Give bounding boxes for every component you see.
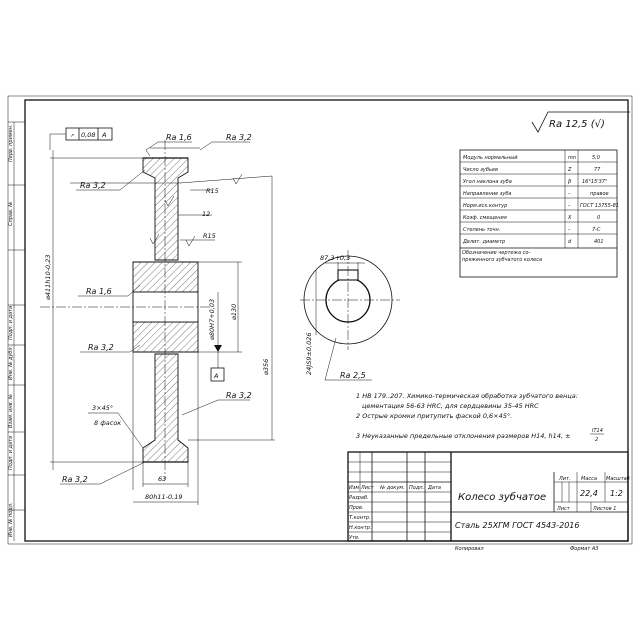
param-sym-3: β xyxy=(568,179,572,185)
param-sym-1: mn xyxy=(568,155,576,161)
general-roughness: Ra 12,5 (√) xyxy=(531,111,630,133)
tb-lit-label: Лит. xyxy=(558,476,571,482)
keyway-view: 87,3+0,3 24JS9±0,026 Ra 2,5 xyxy=(300,250,400,381)
roughness-5: Ra 3,2 xyxy=(88,343,114,352)
param-sym-2: Z xyxy=(567,167,572,173)
param-note: Обозначение чертежа со- пряженного зубча… xyxy=(462,250,543,263)
technical-notes: 1 НВ 179..207. Химико-термическая обрабо… xyxy=(356,392,604,443)
keyway-dim: 87,3+0,3 xyxy=(320,254,350,262)
tb-copied: Копировал xyxy=(455,546,484,552)
sidebar-label-5: Взам. инв. № xyxy=(8,394,14,428)
param-val-7: 7-С xyxy=(592,227,601,233)
web-dim: 12 xyxy=(202,210,210,218)
param-name-7: Степень точн. xyxy=(463,227,500,233)
part-material: Сталь 25ХГМ ГОСТ 4543-2016 xyxy=(455,521,579,530)
tolerance-datum: A xyxy=(101,131,106,139)
sheet-inner-frame xyxy=(24,99,629,542)
tolerance-value: 0,08 xyxy=(81,131,95,139)
tb-header-doc: № докум. xyxy=(379,485,405,491)
param-name-6: Коэф. смещения xyxy=(463,215,507,221)
it-denominator: 2 xyxy=(595,437,598,443)
roughness-4: Ra 1,6 xyxy=(86,287,112,296)
sidebar-label-4: Инв. № дубл. xyxy=(8,346,14,380)
roughness-1: Ra 1,6 xyxy=(166,133,192,142)
tb-role-ncontrol: Н.контр. xyxy=(349,525,371,531)
left-sidebar: Перв. примен. Справ. № Подп. и дата Инв.… xyxy=(8,121,25,541)
param-val-5: ГОСТ 13755-81 xyxy=(580,203,619,209)
param-sym-7: – xyxy=(568,227,571,233)
param-sym-8: d xyxy=(568,239,572,245)
title-block: Изм Лист № докум. Подп. Дата Разраб. Про… xyxy=(347,451,630,552)
note-2: 2 Острые кромки притупить фаской 0,6×45°… xyxy=(356,412,512,420)
param-sym-5: – xyxy=(568,203,571,209)
param-val-4: правое xyxy=(590,191,609,197)
radius-2-dim: R15 xyxy=(203,232,216,240)
chamfer-dim: 3×45° xyxy=(92,404,113,412)
param-val-6: 0 xyxy=(597,215,600,221)
param-name-5: Норм.исх.контур xyxy=(463,203,507,209)
sidebar-label-1: Перв. примен. xyxy=(8,124,14,162)
param-name-3: Угол наклона зуба xyxy=(463,179,512,185)
sidebar-label-7: Инв. № подл. xyxy=(8,503,14,538)
tb-sheet-label: Лист xyxy=(556,506,571,512)
param-val-2: 77 xyxy=(594,167,601,173)
outer-diameter-dim: ⌀411h10-0,23 xyxy=(44,254,52,300)
dimension-lines: ⌀411h10-0,23 ⌀356 R15 12 R15 ⌀130 ⌀80H7+… xyxy=(44,150,275,505)
param-val-1: 5,0 xyxy=(592,155,600,161)
diameter-356-dim: ⌀356 xyxy=(262,359,270,375)
gear-params-table: Модуль нормальный mn 5,0 Число зубьев Z … xyxy=(459,149,619,278)
sidebar-label-2: Справ. № xyxy=(8,202,14,226)
param-name-2: Число зубьев xyxy=(463,167,498,173)
tb-header-list: Лист xyxy=(360,485,375,491)
roughness-8: Ra 2,5 xyxy=(340,371,366,380)
tb-role-approved: Утв. xyxy=(349,535,360,541)
sidebar-label-3: Подп. и дата xyxy=(8,306,14,340)
param-val-3: 16°15'37" xyxy=(582,179,607,185)
svg-text:↗: ↗ xyxy=(70,133,74,139)
radius-1-dim: R15 xyxy=(206,187,219,195)
tb-scale-value: 1:2 xyxy=(610,489,623,498)
roughness-3: Ra 3,2 xyxy=(80,181,106,190)
tb-header-date: Дата xyxy=(427,485,441,491)
tb-mass-value: 22,4 xyxy=(580,489,598,498)
tolerance-frame: ↗ 0,08 A xyxy=(49,127,113,150)
tb-header-izm: Изм xyxy=(349,485,359,491)
tb-role-tcontrol: Т.контр. xyxy=(349,515,371,521)
tb-sheets-label: Листов 1 xyxy=(592,506,616,512)
note-1a: 1 НВ 179..207. Химико-термическая обрабо… xyxy=(356,392,578,400)
width-63-dim: 63 xyxy=(158,475,166,483)
param-sym-6: X xyxy=(567,215,572,221)
param-name-4: Направление зуба xyxy=(463,191,512,197)
tb-mass-label: Масса xyxy=(581,476,597,482)
key-width-dim: 24JS9±0,026 xyxy=(305,332,313,375)
tb-header-sign: Подп. xyxy=(409,485,424,491)
tb-role-developer: Разраб. xyxy=(349,495,369,501)
param-sym-4: – xyxy=(568,191,571,197)
bore-diameter-dim: ⌀80H7+0,03 xyxy=(208,299,216,340)
datum-box xyxy=(210,367,225,382)
tb-role-checker: Пров. xyxy=(349,505,364,511)
roughness-7: Ra 3,2 xyxy=(62,475,88,484)
param-name-8: Делит. диаметр xyxy=(462,239,505,245)
roughness-6: Ra 3,2 xyxy=(226,391,252,400)
roughness-marks: Ra 1,6 Ra 3,2 Ra 3,2 Ra 1,6 Ra 3,2 Ra 3,… xyxy=(60,133,252,485)
chamfer-count: 8 фасок xyxy=(94,419,121,427)
it-numerator: IT14 xyxy=(592,428,603,434)
sidebar-label-6: Подп. и дата xyxy=(8,436,14,470)
param-val-8: 401 xyxy=(594,239,604,245)
part-name: Колесо зубчатое xyxy=(458,491,546,503)
roughness-2: Ra 3,2 xyxy=(226,133,252,142)
sheet-outer-frame xyxy=(7,95,633,545)
tb-scale-label: Масштаб xyxy=(606,476,630,482)
datum-letter: A xyxy=(213,372,218,380)
tb-format: Формат А3 xyxy=(570,546,598,552)
general-roughness-text: Ra 12,5 (√) xyxy=(549,119,605,130)
note-1b: цементация 56-63 HRC, для сердцевины 35-… xyxy=(362,402,539,410)
note-3: 3 Неуказанные предельные отклонения разм… xyxy=(356,432,571,440)
width-80-dim: 80h11-0,19 xyxy=(145,493,182,501)
gear-section-view xyxy=(40,140,210,480)
param-name-1: Модуль нормальный xyxy=(463,155,518,161)
hub-diameter-dim: ⌀130 xyxy=(230,304,238,320)
